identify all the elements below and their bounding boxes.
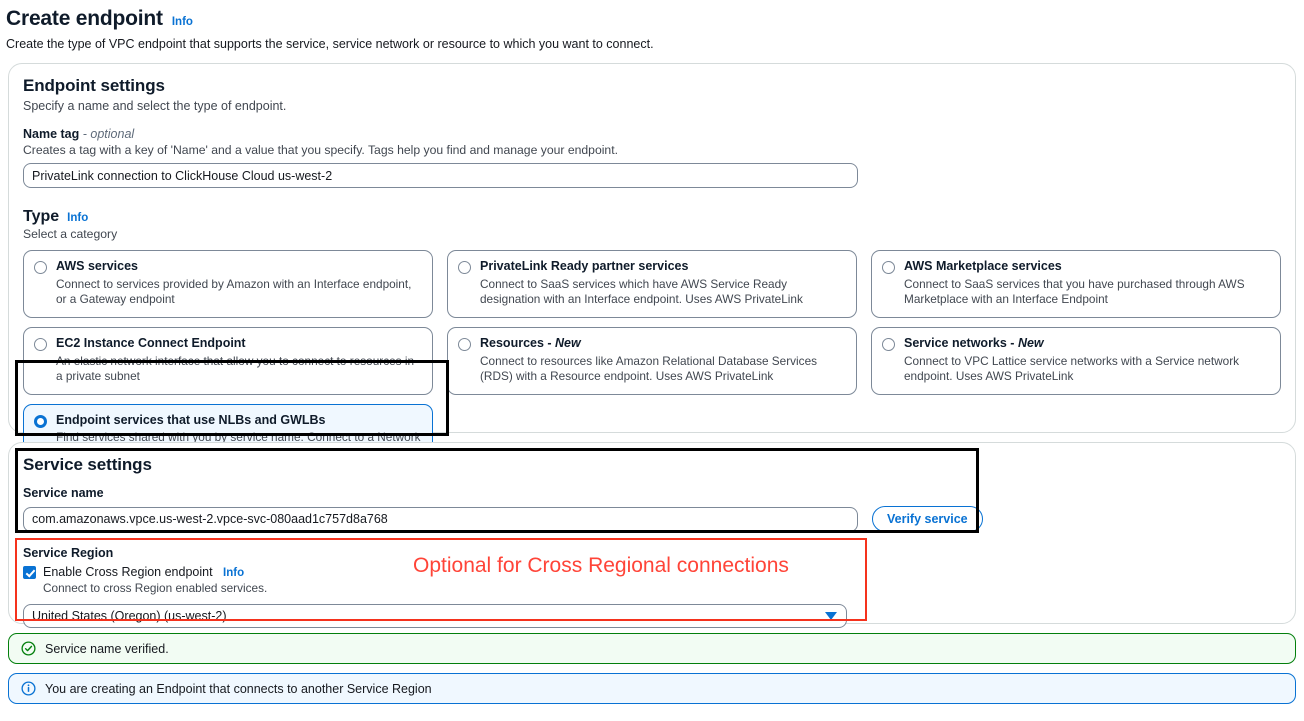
- service-name-row: Verify service: [23, 506, 1281, 533]
- service-region-selected-value: United States (Oregon) (us-west-2): [32, 609, 227, 624]
- chevron-down-icon[interactable]: [825, 612, 837, 621]
- radio-icon[interactable]: [458, 337, 471, 351]
- radio-title: PrivateLink Ready partner services: [480, 259, 689, 274]
- endpoint-settings-title: Endpoint settings: [23, 76, 165, 96]
- radio-title: Endpoint services that use NLBs and GWLB…: [56, 412, 326, 427]
- endpoint-settings-card: Endpoint settings Specify a name and sel…: [8, 63, 1296, 503]
- page-info-link[interactable]: Info: [171, 16, 193, 28]
- radio-description: Connect to resources like Amazon Relatio…: [480, 353, 818, 384]
- service-region-label: Service Region: [23, 546, 114, 561]
- alert-cross-region-notice: You are creating an Endpoint that connec…: [8, 673, 1296, 705]
- verify-service-button[interactable]: Verify service: [872, 506, 983, 533]
- name-tag-optional-suffix: - optional: [82, 127, 135, 142]
- service-region-block: Service Region Enable Cross Region endpo…: [23, 544, 861, 632]
- radio-icon[interactable]: [34, 337, 47, 351]
- radio-description: Connect to SaaS services that you have p…: [904, 276, 1245, 307]
- service-name-input[interactable]: [23, 506, 858, 532]
- checkbox-icon-checked[interactable]: [23, 566, 36, 580]
- radio-icon[interactable]: [458, 261, 471, 275]
- page-title-row: Create endpoint Info: [6, 6, 1304, 31]
- radio-description: An elastic network interface that allow …: [56, 353, 415, 384]
- name-tag-hint: Creates a tag with a key of 'Name' and a…: [23, 143, 618, 158]
- radio-title: Service networks - New: [904, 335, 1044, 350]
- radio-card-aws-marketplace-services[interactable]: AWS Marketplace services Connect to SaaS…: [871, 250, 1281, 318]
- radio-title: EC2 Instance Connect Endpoint: [56, 335, 246, 350]
- radio-title: Resources - New: [480, 335, 581, 350]
- cross-region-info-link[interactable]: Info: [223, 567, 245, 580]
- radio-card-ec2-instance-connect-endpoint[interactable]: EC2 Instance Connect Endpoint An elastic…: [23, 326, 433, 395]
- name-tag-label: Name tag - optional: [23, 127, 1281, 141]
- alert-text: Service name verified.: [45, 641, 169, 656]
- radio-card-privatelink-ready-partner-services[interactable]: PrivateLink Ready partner services Conne…: [447, 250, 857, 318]
- endpoint-settings-description: Specify a name and select the type of en…: [23, 99, 287, 114]
- page-subtitle: Create the type of VPC endpoint that sup…: [6, 37, 654, 52]
- radio-description: Connect to SaaS services which have AWS …: [480, 276, 803, 307]
- radio-card-aws-services[interactable]: AWS services Connect to services provide…: [23, 250, 433, 318]
- name-tag-input[interactable]: [23, 163, 858, 189]
- enable-cross-region-label: Enable Cross Region endpoint: [43, 565, 213, 580]
- type-label: Type: [23, 208, 60, 226]
- radio-title: AWS Marketplace services: [904, 259, 1062, 274]
- radio-title: AWS services: [56, 259, 138, 274]
- radio-card-service-networks[interactable]: Service networks - New Connect to VPC La…: [871, 326, 1281, 395]
- type-sub: Select a category: [23, 227, 118, 242]
- type-info-link[interactable]: Info: [67, 212, 89, 225]
- radio-description: Connect to VPC Lattice service networks …: [904, 353, 1240, 384]
- radio-icon-selected[interactable]: [34, 414, 47, 428]
- radio-card-resources[interactable]: Resources - New Connect to resources lik…: [447, 326, 857, 395]
- endpoint-type-radio-group: AWS services Connect to services provide…: [23, 250, 1281, 503]
- info-circle-icon: [21, 681, 36, 696]
- check-circle-icon: [21, 641, 36, 656]
- radio-icon[interactable]: [34, 261, 47, 275]
- page-header: Create endpoint Info Create the type of …: [0, 0, 1304, 51]
- service-name-field: Service name Verify service: [23, 486, 1281, 533]
- page-title: Create endpoint: [6, 7, 163, 30]
- radio-description: Connect to services provided by Amazon w…: [56, 276, 412, 307]
- name-tag-label-text: Name tag: [23, 127, 80, 142]
- service-region-select[interactable]: United States (Oregon) (us-west-2): [23, 604, 847, 629]
- radio-icon[interactable]: [882, 337, 895, 351]
- service-name-label: Service name: [23, 486, 104, 501]
- radio-icon[interactable]: [882, 261, 895, 275]
- name-tag-field: Name tag - optional Creates a tag with a…: [23, 127, 1281, 189]
- alert-text: You are creating an Endpoint that connec…: [45, 681, 432, 696]
- enable-cross-region-row[interactable]: Enable Cross Region endpoint Info Connec…: [23, 565, 861, 595]
- enable-cross-region-description: Connect to cross Region enabled services…: [43, 581, 268, 596]
- service-settings-card: Service settings Service name Verify ser…: [8, 442, 1296, 629]
- alert-service-name-verified: Service name verified.: [8, 633, 1296, 665]
- type-heading-row: Type Info: [23, 208, 1281, 226]
- service-settings-title: Service settings: [23, 455, 152, 475]
